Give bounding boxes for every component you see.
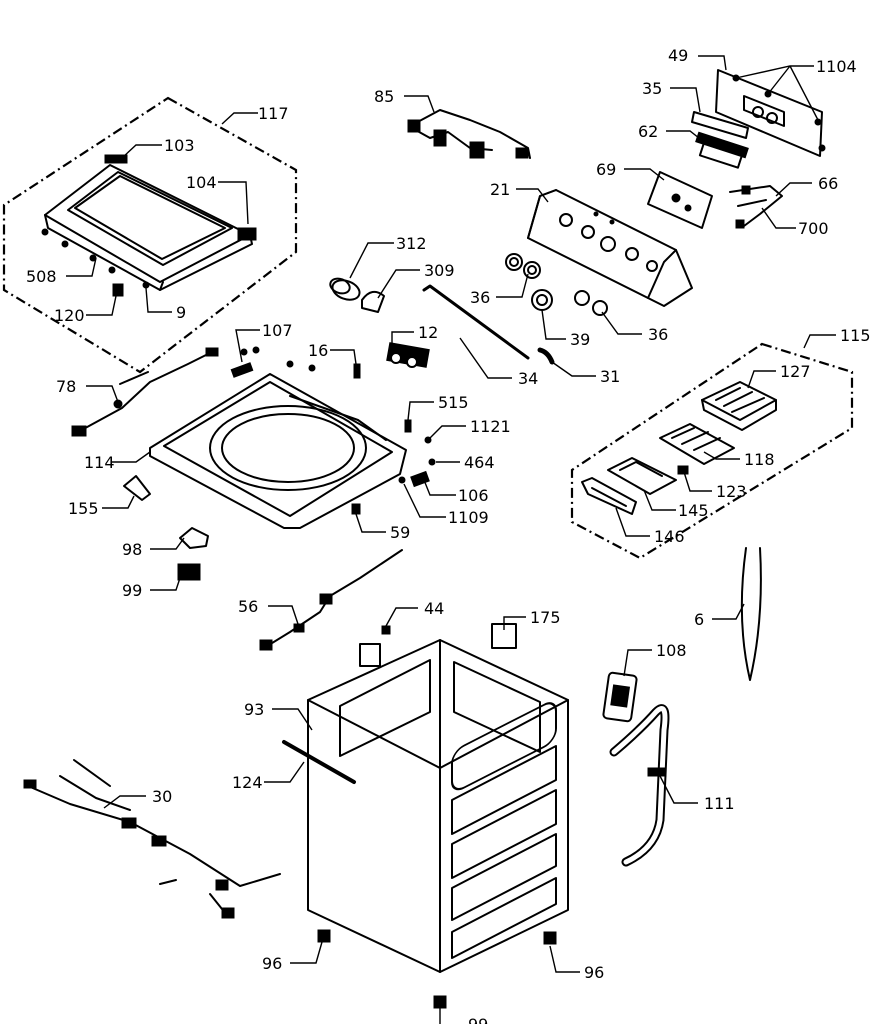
rod-34 — [422, 284, 530, 360]
overlay-35 — [691, 111, 749, 139]
callout-145: 145 — [678, 501, 709, 520]
lid-assembly — [41, 154, 257, 297]
callout-98: 98 — [122, 540, 142, 559]
rod-124 — [282, 740, 356, 784]
board-62 — [695, 131, 749, 169]
part-464 — [428, 458, 436, 466]
group-117-boundary — [2, 96, 298, 374]
callout-508: 508 — [26, 267, 57, 286]
callout-146: 146 — [654, 527, 685, 546]
part-99 — [177, 563, 201, 581]
callout-78: 78 — [56, 377, 76, 396]
callout-6: 6 — [694, 610, 704, 629]
callout-36-left: 36 — [470, 288, 490, 307]
callout-30: 30 — [152, 787, 172, 806]
callout-175: 175 — [530, 608, 561, 627]
callout-39: 39 — [570, 330, 590, 349]
valve-12 — [386, 342, 430, 368]
callout-21: 21 — [490, 180, 510, 199]
callout-700: 700 — [798, 219, 829, 238]
callout-114: 114 — [84, 453, 115, 472]
callout-108: 108 — [656, 641, 687, 660]
callout-117: 117 — [258, 104, 289, 123]
callout-103: 103 — [164, 136, 195, 155]
dispenser-127 — [701, 381, 777, 431]
callout-118: 118 — [744, 450, 775, 469]
callout-99-bottom: 99 — [468, 1015, 488, 1024]
callout-123: 123 — [716, 482, 747, 501]
control-board-69 — [647, 171, 713, 229]
callout-96-right: 96 — [584, 963, 604, 982]
callout-104: 104 — [186, 173, 217, 192]
group-115-boundary — [570, 342, 854, 560]
dispenser-145 — [607, 457, 677, 495]
callout-155: 155 — [68, 499, 99, 518]
knobs-36-left — [505, 253, 541, 279]
callout-1121: 1121 — [470, 417, 511, 436]
callout-35: 35 — [642, 79, 662, 98]
dispenser-118 — [659, 423, 735, 465]
part-59 — [351, 503, 361, 515]
part-515 — [404, 419, 412, 433]
part-1121 — [424, 436, 432, 444]
callout-66: 66 — [818, 174, 838, 193]
callout-16: 16 — [308, 341, 328, 360]
callout-62: 62 — [638, 122, 658, 141]
callout-56: 56 — [238, 597, 258, 616]
callout-515: 515 — [438, 393, 469, 412]
bracket-66-700 — [729, 185, 783, 229]
drawer-146 — [581, 477, 637, 515]
callout-9: 9 — [176, 303, 186, 322]
callout-111: 111 — [704, 794, 735, 813]
callout-127: 127 — [780, 362, 811, 381]
hose-111 — [609, 704, 670, 867]
console-21 — [527, 189, 693, 307]
callout-115: 115 — [840, 326, 871, 345]
part-123 — [677, 465, 689, 475]
harness-78 — [71, 347, 219, 437]
part-85-harness — [407, 109, 531, 159]
callout-49: 49 — [668, 46, 688, 65]
callout-124: 124 — [232, 773, 263, 792]
part-98 — [179, 527, 209, 549]
callout-34: 34 — [518, 369, 538, 388]
harness-56 — [259, 549, 403, 651]
callout-309: 309 — [424, 261, 455, 280]
hose-31 — [537, 347, 555, 365]
callout-464: 464 — [464, 453, 495, 472]
knobs-36-right — [574, 290, 608, 316]
part-1109 — [398, 476, 406, 484]
callout-120: 120 — [54, 306, 85, 325]
callout-59: 59 — [390, 523, 410, 542]
part-312-cylinder — [329, 277, 361, 301]
callout-85: 85 — [374, 87, 394, 106]
console-panel-49 — [715, 69, 826, 157]
callout-36-right: 36 — [648, 325, 668, 344]
part-107 — [230, 346, 260, 378]
cabinet-93 — [307, 623, 569, 973]
callout-93: 93 — [244, 700, 264, 719]
callout-106: 106 — [458, 486, 489, 505]
part-106 — [410, 470, 430, 488]
part-16 — [286, 360, 361, 379]
callout-312: 312 — [396, 234, 427, 253]
knob-39 — [531, 289, 553, 311]
tub-cover-114 — [149, 373, 407, 529]
part-108 — [602, 671, 638, 723]
callout-1109: 1109 — [448, 508, 489, 527]
leader-lines — [66, 55, 836, 1024]
callout-99: 99 — [122, 581, 142, 600]
callout-12: 12 — [418, 323, 438, 342]
part-155 — [123, 475, 151, 501]
callout-31: 31 — [600, 367, 620, 386]
harness-30 — [23, 759, 281, 919]
callout-69: 69 — [596, 160, 616, 179]
cable-6 — [740, 547, 762, 681]
callout-1104: 1104 — [816, 57, 857, 76]
callout-107: 107 — [262, 321, 293, 340]
callout-96-left: 96 — [262, 954, 282, 973]
callout-44: 44 — [424, 599, 444, 618]
